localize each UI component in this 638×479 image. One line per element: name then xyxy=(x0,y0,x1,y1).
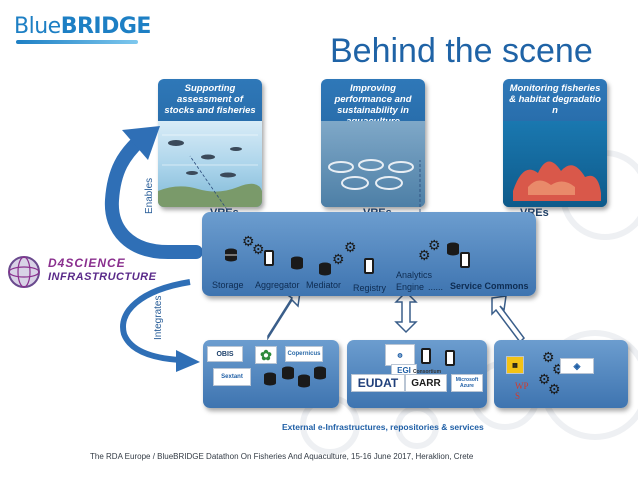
service-platform[interactable]: ⚙ ⚙ ⚙ ⚙ ⚙ ⚙ Storage Aggregator Mediator … xyxy=(202,212,536,296)
integrates-arrow-head xyxy=(176,350,200,372)
consortium-label: Consortium xyxy=(412,368,442,375)
storage-icon xyxy=(319,262,331,276)
consortium-logo: ◍ xyxy=(385,344,415,366)
service-commons-label: Service Commons xyxy=(450,281,529,291)
service-logo: ▦ xyxy=(506,356,524,374)
copernicus-logo: Copernicus xyxy=(285,346,323,362)
gear-icon: ⚙ xyxy=(538,371,551,387)
integrates-label: Integrates xyxy=(153,295,164,340)
d4science-name: D4SCIENCE xyxy=(48,256,126,270)
storage-icon xyxy=(264,372,276,386)
gear-icon: ⚙ xyxy=(542,349,555,365)
device-icon xyxy=(421,348,431,364)
storage-label: Storage xyxy=(212,280,244,290)
gear-icon: ⚙ xyxy=(548,381,561,397)
fish-illustration xyxy=(158,134,262,207)
enables-arrow-head xyxy=(122,126,160,160)
bluebridge-logo: BlueBRIDGE xyxy=(14,14,151,39)
logo-wave xyxy=(16,40,138,44)
wps-label: WP S xyxy=(515,381,529,401)
logo-blue-text: Blue xyxy=(14,14,61,39)
sextant-logo: Sextant xyxy=(213,368,251,386)
storage-icon xyxy=(225,248,237,262)
gear-icon: ⚙ xyxy=(242,233,255,249)
vre-card-habitat[interactable]: Monitoring fisheries & habitat degradati… xyxy=(503,79,607,207)
page-title: Behind the scene xyxy=(330,32,593,70)
d4science-logo: D4SCIENCE INFRASTRUCTURE xyxy=(4,254,157,290)
coral-illustration xyxy=(513,161,601,201)
partner-logo: ◈ xyxy=(560,358,594,374)
storage-icon xyxy=(298,374,310,388)
fisheries-chart-image xyxy=(158,121,262,207)
aggregator-label: Aggregator xyxy=(255,280,300,290)
decor-ring xyxy=(395,405,439,449)
logo-bridge-text: BRIDGE xyxy=(60,14,152,39)
infra-box-repositories[interactable]: OBIS ✿ Copernicus Sextant xyxy=(203,340,339,408)
analytics-label: Analytics xyxy=(396,270,433,280)
registry-label: Registry xyxy=(353,283,387,293)
external-infrastructures-label: External e-Infrastructures, repositories… xyxy=(282,422,484,432)
azure-logo: Microsoft Azure xyxy=(451,374,483,392)
gear-icon: ⚙ xyxy=(418,247,431,263)
engine-label: Engine xyxy=(396,282,425,292)
enables-label: Enables xyxy=(144,177,155,214)
storage-icon xyxy=(291,256,303,270)
more-ellipsis: ...... xyxy=(428,282,444,292)
aquaculture-photo xyxy=(321,121,425,207)
device-icon xyxy=(445,350,455,366)
globe-icon xyxy=(8,256,40,288)
infra-box-services[interactable]: ▦ ⚙ ⚙ ⚙ ⚙ ◈ xyxy=(494,340,628,408)
obis-logo: OBIS xyxy=(207,346,243,362)
garr-logo: GARR xyxy=(405,374,447,392)
device-icon xyxy=(264,250,274,266)
footer-text: The RDA Europe / BlueBRIDGE Datathon On … xyxy=(90,452,474,461)
eudat-logo: EUDAT xyxy=(351,374,405,392)
fish-farm-cages xyxy=(328,159,414,190)
infra-box-einfrastructures[interactable]: ◍ EGI EUDAT GARR Consortium Microsoft Az… xyxy=(347,340,487,408)
d4science-subtitle: INFRASTRUCTURE xyxy=(48,271,157,283)
azure-line-2: Azure xyxy=(460,383,474,389)
gear-icon: ⚙ xyxy=(428,237,441,253)
vre-card-stocks[interactable]: Supporting assessment of stocks and fish… xyxy=(158,79,262,207)
vre-caption: Supporting assessment of stocks and fish… xyxy=(164,83,256,116)
storage-icon xyxy=(314,366,326,380)
storage-icon xyxy=(447,242,459,256)
vre-card-aquaculture[interactable]: Improving performance and sustainability… xyxy=(321,79,425,207)
azure-line-1: Microsoft xyxy=(455,377,479,383)
plant-logo: ✿ xyxy=(255,346,277,364)
mediator-label: Mediator xyxy=(306,280,342,290)
device-icon xyxy=(460,252,470,268)
gear-icon: ⚙ xyxy=(252,241,265,257)
gear-icon: ⚙ xyxy=(344,239,357,255)
device-icon xyxy=(364,258,374,274)
coral-reef-photo xyxy=(503,121,607,207)
gear-icon: ⚙ xyxy=(332,251,345,267)
storage-icon xyxy=(282,366,294,380)
vre-caption: Monitoring fisheries & habitat degradati… xyxy=(509,83,601,116)
